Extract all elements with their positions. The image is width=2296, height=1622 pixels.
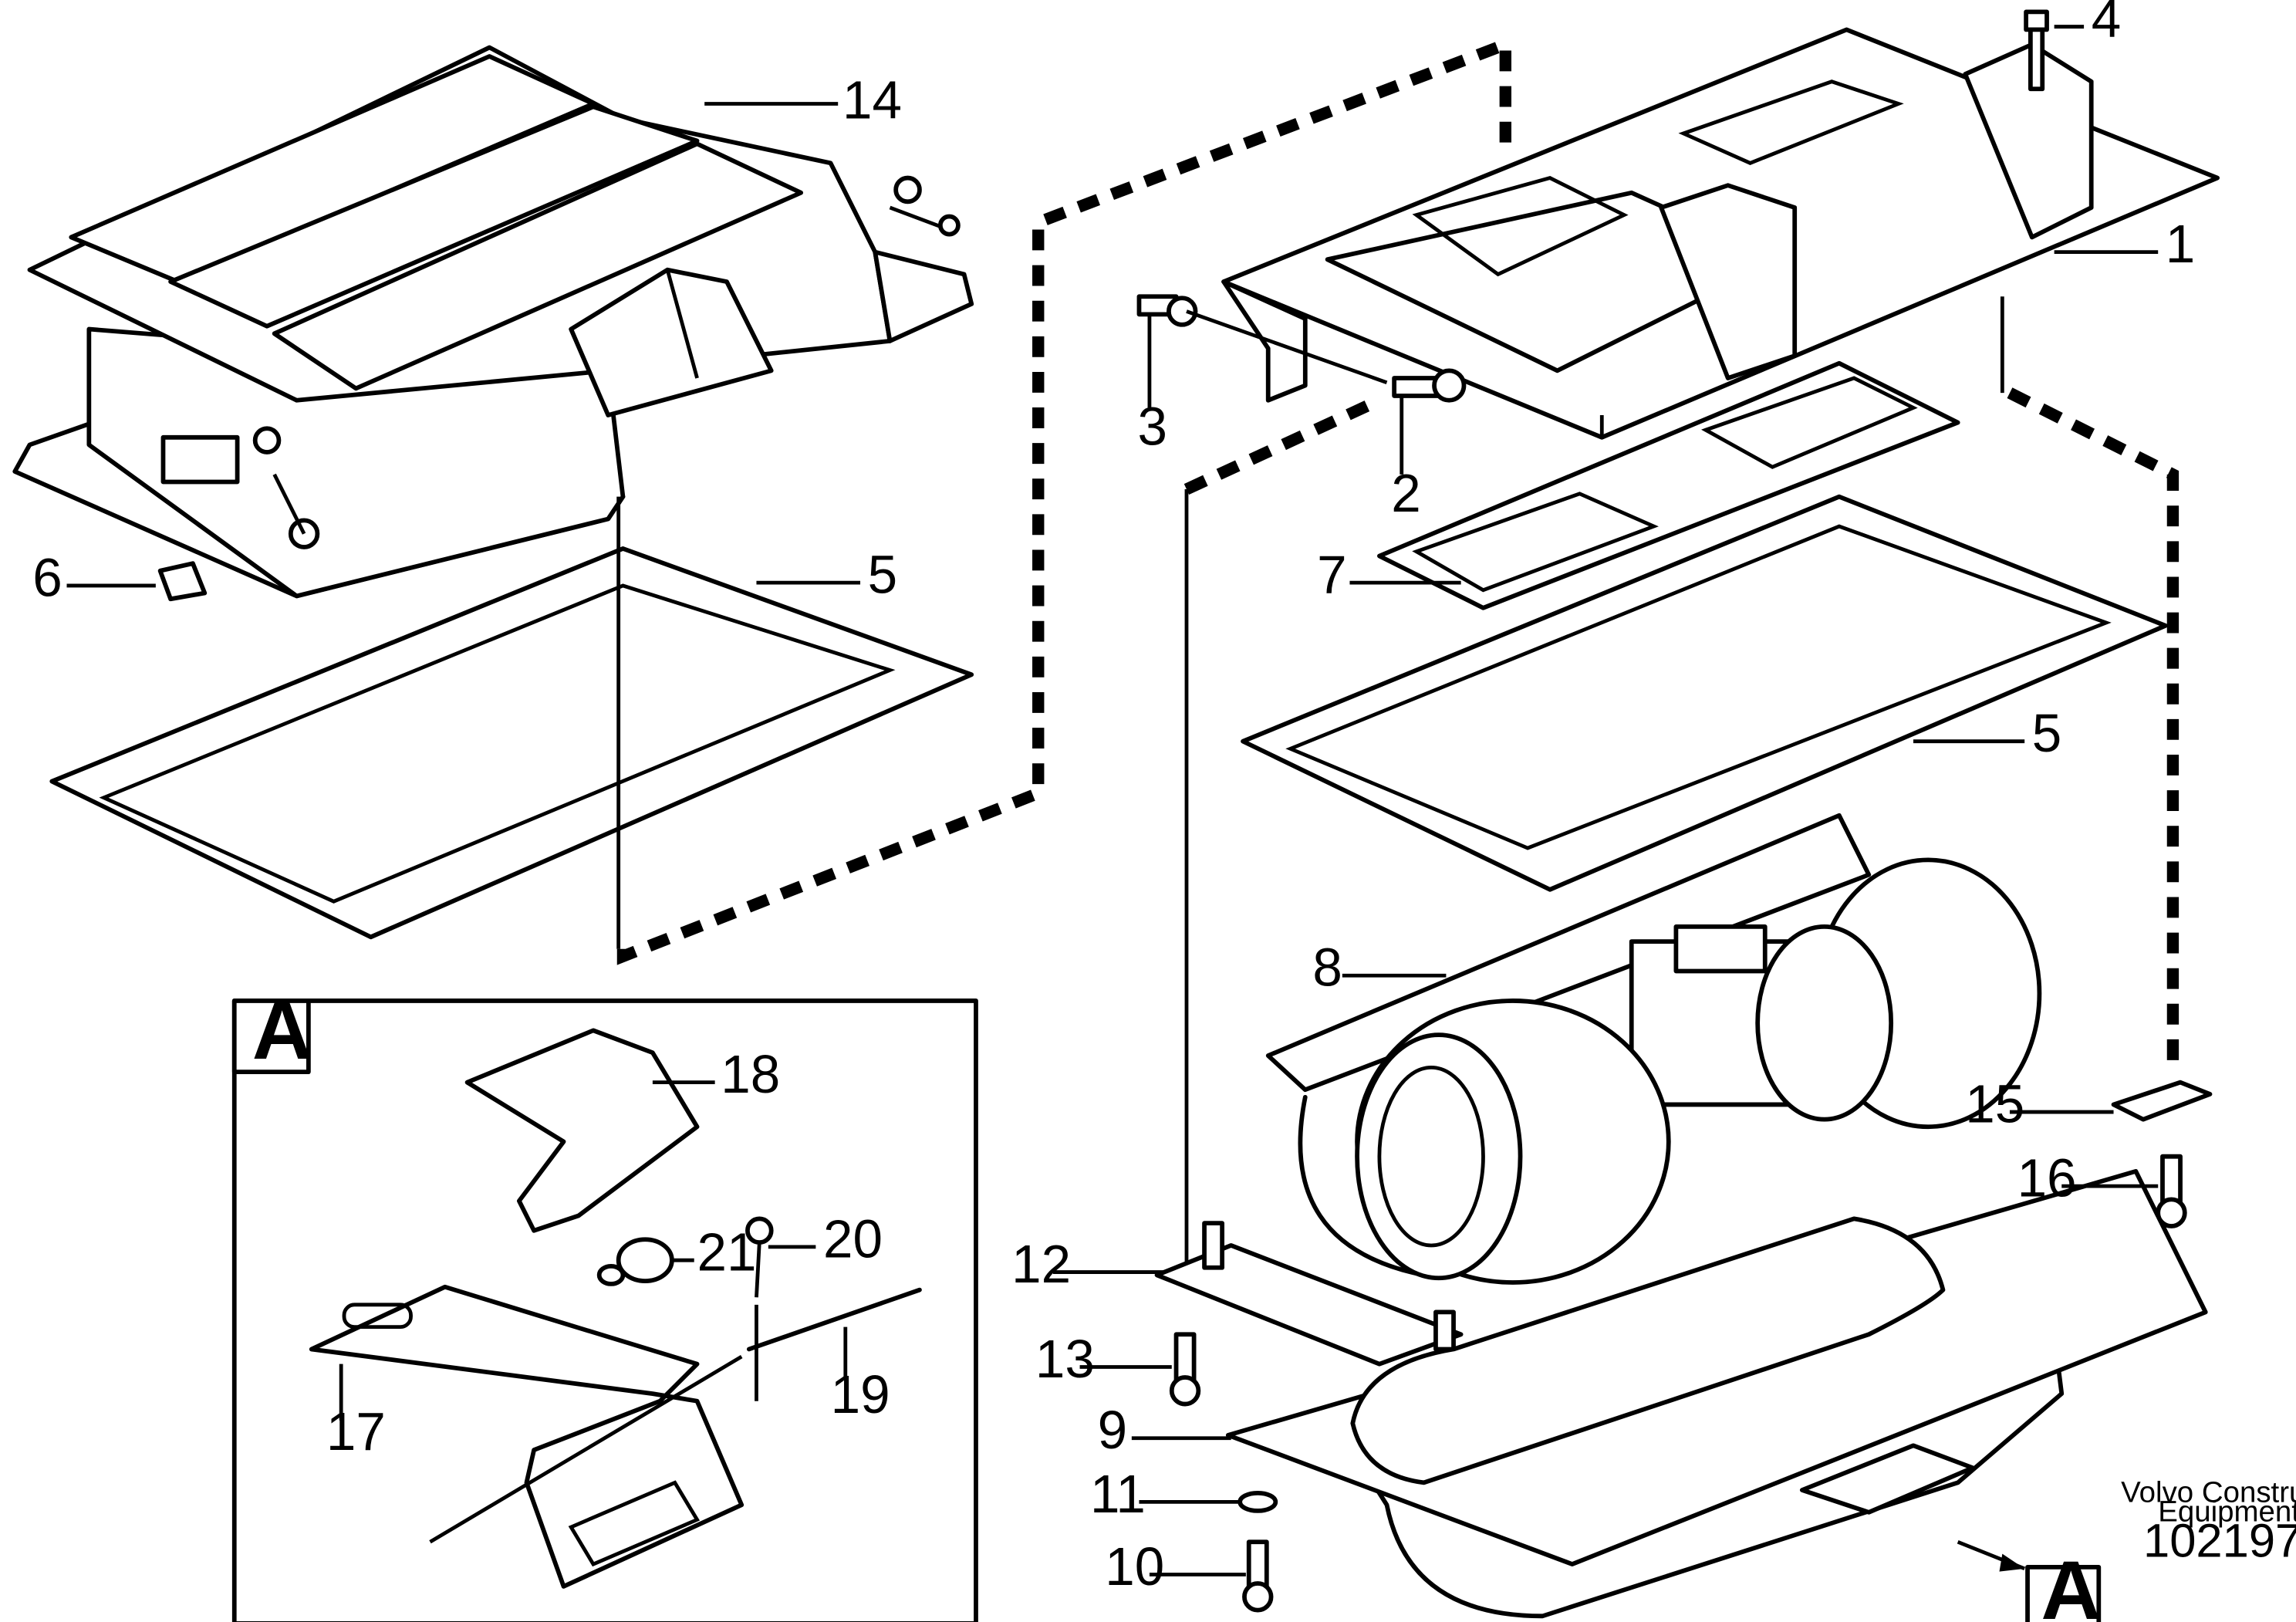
detail-inset-label: A xyxy=(252,984,312,1076)
callout-19-text: 19 xyxy=(831,1364,890,1424)
detail-pointer-a: A xyxy=(1957,1540,2102,1622)
bolt-4 xyxy=(2024,9,2049,92)
callout-18-text: 18 xyxy=(721,1044,780,1104)
bracket-15 xyxy=(2111,1080,2213,1122)
callout-14-text: 14 xyxy=(842,70,902,130)
callout-12-text: 12 xyxy=(1011,1234,1071,1294)
fan-housing xyxy=(1225,1169,2208,1619)
gasket-right xyxy=(1241,494,2168,892)
brand-line-1: Volvo Construction xyxy=(2121,1475,2296,1509)
gasket-7 xyxy=(1377,360,1960,610)
callout-7-text: 7 xyxy=(1317,545,1346,605)
callout-10-text: 10 xyxy=(1105,1536,1164,1597)
callout-6-text: 6 xyxy=(32,547,62,607)
callout-4-text: 4 xyxy=(2092,0,2121,49)
bolt-13 xyxy=(1169,1332,1201,1407)
callout-21-text: 21 xyxy=(697,1222,757,1282)
detail-part-19 xyxy=(746,1287,922,1401)
callout-9-text: 9 xyxy=(1098,1400,1127,1460)
callout-14: 14 xyxy=(704,70,902,130)
bolt-2 xyxy=(1392,368,1467,403)
callout-15-text: 15 xyxy=(1965,1074,2024,1134)
callout-13-text: 13 xyxy=(1035,1329,1095,1389)
callout-20-text: 20 xyxy=(823,1208,883,1269)
detail-part-18 xyxy=(464,1028,700,1233)
heater-housing xyxy=(12,45,974,599)
callout-17-text: 17 xyxy=(326,1401,386,1461)
brand-line-2: Equipment xyxy=(2158,1495,2296,1528)
document-number: 1021977 xyxy=(2143,1514,2296,1567)
callout-5a-text: 5 xyxy=(868,545,897,605)
blower-assembly xyxy=(1265,813,2042,1285)
callout-16-text: 16 xyxy=(2017,1148,2077,1208)
gasket-left xyxy=(49,546,974,940)
washer-11 xyxy=(1237,1490,1278,1513)
callout-8-text: 8 xyxy=(1312,938,1342,998)
bolt-16 xyxy=(2156,1154,2187,1228)
callout-3-text: 3 xyxy=(1138,396,1167,456)
clip-part-6 xyxy=(157,561,208,602)
detail-part-20 xyxy=(745,1216,774,1298)
callout-1-text: 1 xyxy=(2166,214,2195,274)
bracket-12 xyxy=(1154,1221,1464,1367)
assembly-dashed-line xyxy=(616,35,1512,965)
callout-2-text: 2 xyxy=(1391,463,1420,523)
bolt-10 xyxy=(1242,1539,1274,1613)
callout-11-text: 11 xyxy=(1090,1464,1146,1524)
detail-part-21 xyxy=(596,1237,674,1286)
detail-pointer-label: A xyxy=(2041,1544,2101,1622)
callout-5b-text: 5 xyxy=(2032,703,2061,763)
pin-3 xyxy=(1136,294,1198,327)
